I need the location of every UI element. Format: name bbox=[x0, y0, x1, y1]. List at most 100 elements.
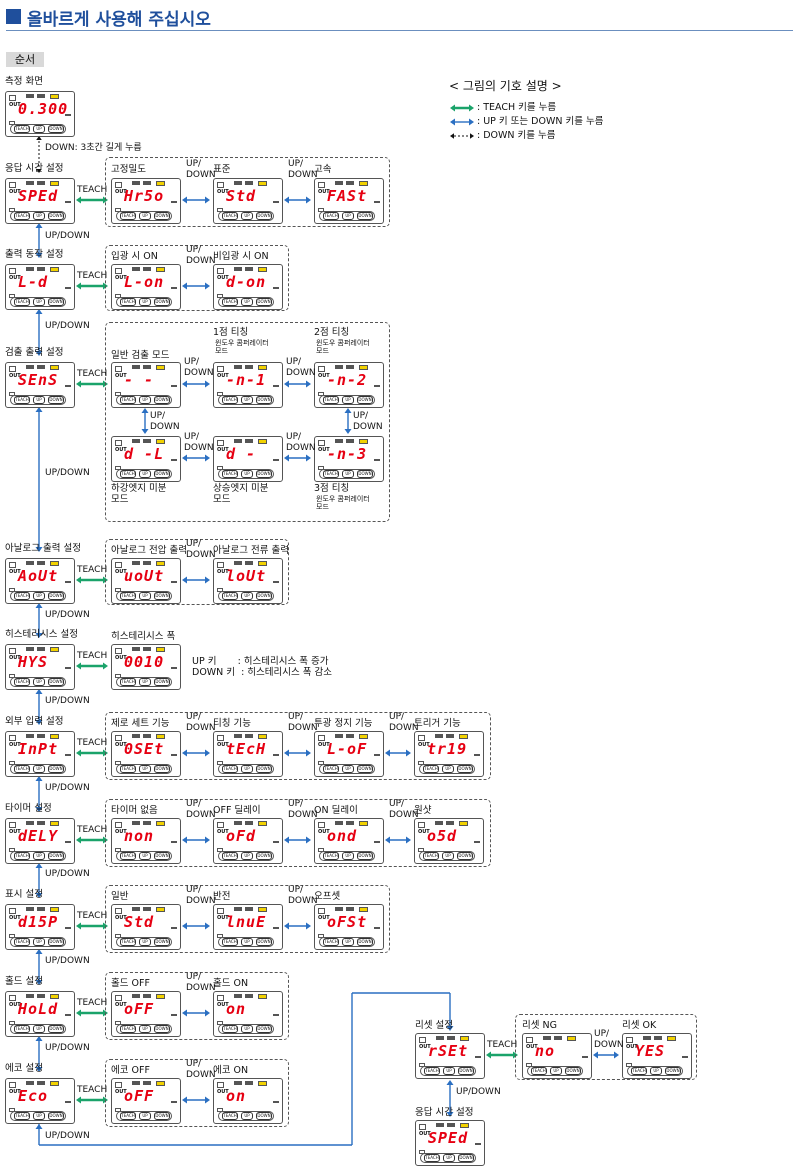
up-button[interactable]: UP bbox=[33, 678, 45, 686]
teach-button[interactable]: TEACH bbox=[120, 1112, 136, 1120]
teach-button[interactable]: TEACH bbox=[222, 470, 238, 478]
down-button[interactable]: DOWN bbox=[48, 938, 64, 946]
up-button[interactable]: UP bbox=[33, 396, 45, 404]
teach-button[interactable]: TEACH bbox=[120, 938, 136, 946]
teach-button[interactable]: TEACH bbox=[120, 678, 136, 686]
teach-button[interactable]: TEACH bbox=[222, 1025, 238, 1033]
down-button[interactable]: DOWN bbox=[48, 852, 64, 860]
teach-button[interactable]: TEACH bbox=[14, 678, 30, 686]
up-button[interactable]: UP bbox=[139, 298, 151, 306]
teach-button[interactable]: TEACH bbox=[120, 212, 136, 220]
up-button[interactable]: UP bbox=[342, 938, 354, 946]
down-button[interactable]: DOWN bbox=[357, 938, 373, 946]
teach-button[interactable]: TEACH bbox=[14, 938, 30, 946]
teach-button[interactable]: TEACH bbox=[323, 396, 339, 404]
down-button[interactable]: DOWN bbox=[154, 470, 170, 478]
up-button[interactable]: UP bbox=[241, 938, 253, 946]
down-button[interactable]: DOWN bbox=[256, 470, 272, 478]
up-button[interactable]: UP bbox=[241, 212, 253, 220]
teach-button[interactable]: TEACH bbox=[120, 765, 136, 773]
down-button[interactable]: DOWN bbox=[154, 852, 170, 860]
teach-button[interactable]: TEACH bbox=[222, 852, 238, 860]
up-button[interactable]: UP bbox=[139, 1025, 151, 1033]
up-button[interactable]: UP bbox=[443, 1067, 455, 1075]
teach-button[interactable]: TEACH bbox=[222, 938, 238, 946]
up-button[interactable]: UP bbox=[241, 852, 253, 860]
up-button[interactable]: UP bbox=[442, 852, 454, 860]
teach-button[interactable]: TEACH bbox=[120, 592, 136, 600]
teach-button[interactable]: TEACH bbox=[424, 1067, 440, 1075]
down-button[interactable]: DOWN bbox=[458, 1154, 474, 1162]
teach-button[interactable]: TEACH bbox=[424, 1154, 440, 1162]
teach-button[interactable]: TEACH bbox=[120, 298, 136, 306]
teach-button[interactable]: TEACH bbox=[14, 852, 30, 860]
down-button[interactable]: DOWN bbox=[154, 592, 170, 600]
teach-button[interactable]: TEACH bbox=[14, 1025, 30, 1033]
teach-button[interactable]: TEACH bbox=[14, 298, 30, 306]
down-button[interactable]: DOWN bbox=[48, 678, 64, 686]
teach-button[interactable]: TEACH bbox=[323, 765, 339, 773]
up-button[interactable]: UP bbox=[342, 470, 354, 478]
down-button[interactable]: DOWN bbox=[458, 1067, 474, 1075]
teach-button[interactable]: TEACH bbox=[631, 1067, 647, 1075]
teach-button[interactable]: TEACH bbox=[120, 396, 136, 404]
down-button[interactable]: DOWN bbox=[154, 298, 170, 306]
up-button[interactable]: UP bbox=[139, 396, 151, 404]
down-button[interactable]: DOWN bbox=[154, 938, 170, 946]
down-button[interactable]: DOWN bbox=[48, 298, 64, 306]
down-button[interactable]: DOWN bbox=[256, 298, 272, 306]
up-button[interactable]: UP bbox=[650, 1067, 662, 1075]
teach-button[interactable]: TEACH bbox=[14, 1112, 30, 1120]
teach-button[interactable]: TEACH bbox=[222, 396, 238, 404]
down-button[interactable]: DOWN bbox=[457, 852, 473, 860]
up-button[interactable]: UP bbox=[342, 396, 354, 404]
down-button[interactable]: DOWN bbox=[357, 396, 373, 404]
down-button[interactable]: DOWN bbox=[256, 1112, 272, 1120]
down-button[interactable]: DOWN bbox=[357, 470, 373, 478]
teach-button[interactable]: TEACH bbox=[423, 765, 439, 773]
down-button[interactable]: DOWN bbox=[154, 212, 170, 220]
up-button[interactable]: UP bbox=[33, 125, 45, 133]
up-button[interactable]: UP bbox=[33, 852, 45, 860]
teach-button[interactable]: TEACH bbox=[14, 212, 30, 220]
up-button[interactable]: UP bbox=[342, 765, 354, 773]
teach-button[interactable]: TEACH bbox=[531, 1067, 547, 1075]
up-button[interactable]: UP bbox=[139, 592, 151, 600]
up-button[interactable]: UP bbox=[443, 1154, 455, 1162]
up-button[interactable]: UP bbox=[241, 298, 253, 306]
down-button[interactable]: DOWN bbox=[256, 938, 272, 946]
down-button[interactable]: DOWN bbox=[357, 765, 373, 773]
teach-button[interactable]: TEACH bbox=[222, 765, 238, 773]
up-button[interactable]: UP bbox=[139, 1112, 151, 1120]
up-button[interactable]: UP bbox=[139, 938, 151, 946]
down-button[interactable]: DOWN bbox=[154, 678, 170, 686]
up-button[interactable]: UP bbox=[33, 298, 45, 306]
down-button[interactable]: DOWN bbox=[665, 1067, 681, 1075]
teach-button[interactable]: TEACH bbox=[14, 396, 30, 404]
up-button[interactable]: UP bbox=[33, 765, 45, 773]
down-button[interactable]: DOWN bbox=[357, 852, 373, 860]
teach-button[interactable]: TEACH bbox=[323, 470, 339, 478]
teach-button[interactable]: TEACH bbox=[222, 1112, 238, 1120]
up-button[interactable]: UP bbox=[139, 678, 151, 686]
up-button[interactable]: UP bbox=[241, 1025, 253, 1033]
teach-button[interactable]: TEACH bbox=[323, 212, 339, 220]
up-button[interactable]: UP bbox=[241, 470, 253, 478]
up-button[interactable]: UP bbox=[139, 212, 151, 220]
up-button[interactable]: UP bbox=[241, 592, 253, 600]
down-button[interactable]: DOWN bbox=[154, 765, 170, 773]
up-button[interactable]: UP bbox=[342, 852, 354, 860]
down-button[interactable]: DOWN bbox=[256, 852, 272, 860]
down-button[interactable]: DOWN bbox=[256, 592, 272, 600]
up-button[interactable]: UP bbox=[241, 765, 253, 773]
up-button[interactable]: UP bbox=[139, 852, 151, 860]
teach-button[interactable]: TEACH bbox=[323, 852, 339, 860]
up-button[interactable]: UP bbox=[241, 1112, 253, 1120]
teach-button[interactable]: TEACH bbox=[14, 125, 30, 133]
down-button[interactable]: DOWN bbox=[154, 1025, 170, 1033]
down-button[interactable]: DOWN bbox=[256, 212, 272, 220]
down-button[interactable]: DOWN bbox=[565, 1067, 581, 1075]
teach-button[interactable]: TEACH bbox=[222, 592, 238, 600]
up-button[interactable]: UP bbox=[139, 765, 151, 773]
up-button[interactable]: UP bbox=[442, 765, 454, 773]
